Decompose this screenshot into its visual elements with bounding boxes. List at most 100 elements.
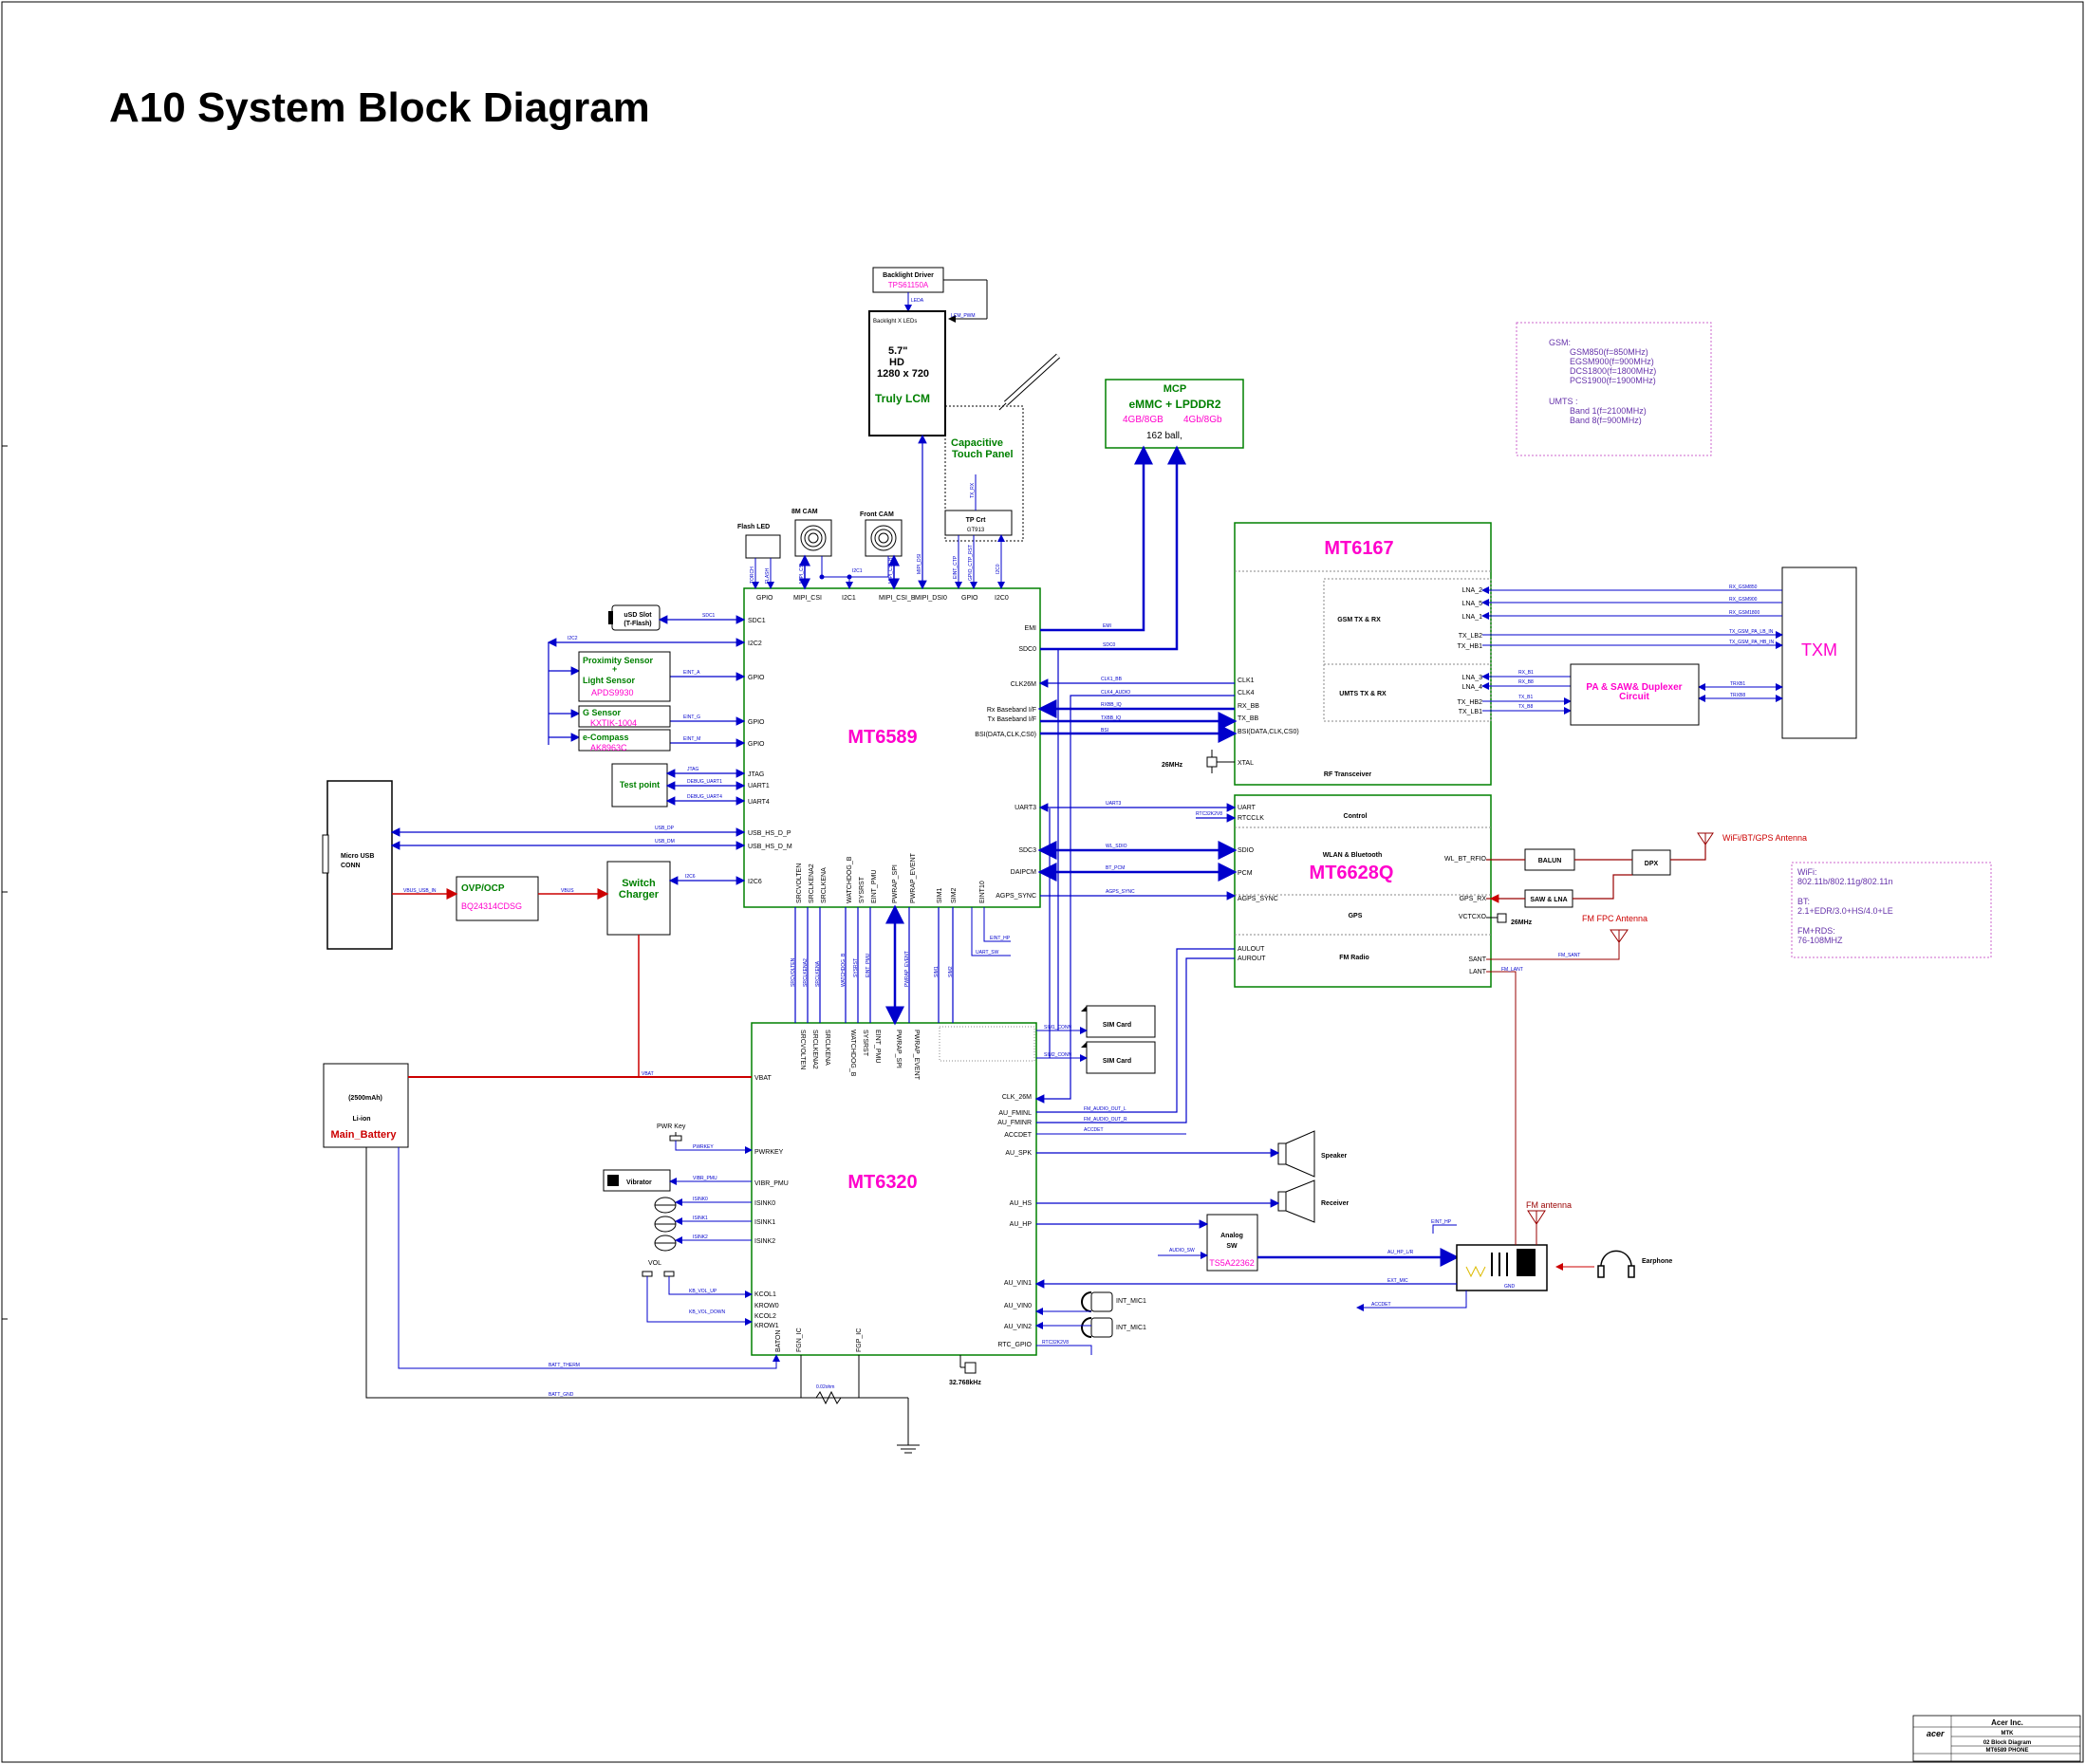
ovp-part: BQ24314CDSG xyxy=(461,901,522,911)
page-title: A10 System Block Diagram xyxy=(109,84,650,131)
ecompass-label: e-Compass xyxy=(583,733,629,742)
svg-text:RX_B1: RX_B1 xyxy=(1518,670,1534,676)
analog-sw-part: TS5A22362 xyxy=(1209,1258,1255,1268)
mt6628-left-pins: UART RTCCLK SDIO PCM AGPS_SYNC AULOUT AU… xyxy=(1238,805,1278,962)
stylus-icon xyxy=(998,353,1061,411)
svg-text:GSM:: GSM: xyxy=(1549,338,1571,347)
svg-text:802.11b/802.11g/802.11n: 802.11b/802.11g/802.11n xyxy=(1797,877,1893,886)
svg-text:EMI: EMI xyxy=(1103,623,1111,629)
txm-label: TXM xyxy=(1801,641,1837,659)
earphone-icon xyxy=(1597,1250,1635,1278)
g-sensor-box xyxy=(578,705,671,728)
micro-usb-label2: CONN xyxy=(341,863,361,869)
mt6167-crystal-label: 26MHz xyxy=(1162,762,1183,769)
svg-text:FM+RDS:: FM+RDS: xyxy=(1797,926,1835,936)
svg-text:RX_GSM850: RX_GSM850 xyxy=(1729,585,1758,590)
svg-text:CLK1: CLK1 xyxy=(1238,678,1255,684)
svg-text:ISINK1: ISINK1 xyxy=(754,1219,775,1226)
svg-text:MT6589 PHONE: MT6589 PHONE xyxy=(1985,1748,2028,1754)
wifi-info-text: WiFi: 802.11b/802.11g/802.11n BT: 2.1+ED… xyxy=(1797,867,1893,945)
svg-text:BT_PCM: BT_PCM xyxy=(1106,865,1125,871)
svg-text:CLK1_BB: CLK1_BB xyxy=(1101,677,1123,682)
svg-text:EINT_CTP: EINT_CTP xyxy=(953,555,959,579)
svg-text:EINT_M: EINT_M xyxy=(683,736,700,742)
pin-uart4: UART4 xyxy=(748,799,770,806)
ovp-label: OVP/OCP xyxy=(461,883,505,894)
svg-text:RTC32K2V8: RTC32K2V8 xyxy=(1196,811,1222,817)
analog-sw-label: Analog xyxy=(1220,1233,1243,1239)
shunt-resistor-icon xyxy=(797,1355,920,1454)
svg-text:RX_GSM900: RX_GSM900 xyxy=(1729,597,1758,603)
mt6589-label: MT6589 xyxy=(847,727,917,748)
svg-text:SYSRST: SYSRST xyxy=(853,958,859,977)
saw-lna-label: SAW & LNA xyxy=(1530,897,1567,903)
mt6320-bottom-pins: BATON FGN_IC FGP_IC xyxy=(775,1328,863,1352)
pin-top-gpio2: GPIO xyxy=(961,595,978,602)
svg-text:AUDIO_SW: AUDIO_SW xyxy=(1169,1248,1195,1253)
switch-charger-label: Switch xyxy=(622,878,656,889)
svg-text:FM_SANT: FM_SANT xyxy=(1558,953,1580,958)
svg-text:+: + xyxy=(612,664,617,674)
svg-text:ACCDET: ACCDET xyxy=(1084,1127,1104,1133)
mt6320-right-pins: CLK_26M AU_FMINL AU_FMINR ACCDET AU_SPK … xyxy=(997,1094,1033,1348)
pin-i2c2: I2C2 xyxy=(748,641,762,647)
analog-sw-label2: SW xyxy=(1226,1243,1238,1250)
pin-i2c6: I2C6 xyxy=(748,879,762,885)
pin-mipi-csi: MIPI_CSI xyxy=(793,595,822,602)
svg-text:TX_BB: TX_BB xyxy=(1238,715,1259,722)
tp-controller-box xyxy=(944,510,1013,536)
backlight-driver-title: Backlight Driver xyxy=(883,272,934,279)
svg-text:BSI(DATA,CLK,CS0): BSI(DATA,CLK,CS0) xyxy=(1238,729,1299,735)
svg-text:AU_FMINL: AU_FMINL xyxy=(998,1110,1032,1117)
backlight-driver-part: TPS61150A xyxy=(888,281,929,289)
mt6167-left-pins: CLK1 CLK4 RX_BB TX_BB BSI(DATA,CLK,CS0) … xyxy=(1238,678,1299,767)
battery-type: Li-ion xyxy=(352,1116,370,1123)
svg-text:I2C2: I2C2 xyxy=(568,636,578,641)
svg-text:EINT_PMU: EINT_PMU xyxy=(871,870,878,903)
svg-text:KB_VOL_UP: KB_VOL_UP xyxy=(689,1289,717,1294)
lcm-resolution: 1280 x 720 xyxy=(877,368,929,380)
svg-text:UMTS :: UMTS : xyxy=(1549,397,1578,406)
svg-text:PWRKEY: PWRKEY xyxy=(754,1149,784,1156)
int-mic-2-label: INT_MIC1 xyxy=(1116,1325,1146,1331)
test-point-label: Test point xyxy=(620,780,660,789)
mt6589-top-pins: GPIO MIPI_CSI I2C1 MIPI_CSI_B MIPI_DSI0 … xyxy=(756,595,1009,602)
int-mic-1-label: INT_MIC1 xyxy=(1116,1298,1146,1305)
speaker-icon xyxy=(1277,1130,1315,1178)
svg-text:LNA_2: LNA_2 xyxy=(1462,587,1483,594)
dpx-box xyxy=(1631,849,1671,876)
svg-text:PCS1900(f=1900MHz): PCS1900(f=1900MHz) xyxy=(1570,376,1656,385)
svg-text:PWRAP_SPI: PWRAP_SPI xyxy=(895,1030,902,1068)
svg-text:TX_B1: TX_B1 xyxy=(1518,695,1534,700)
svg-text:RX_BB: RX_BB xyxy=(1238,703,1259,710)
led-icons xyxy=(654,1197,677,1252)
svg-text:Band 8(f=900MHz): Band 8(f=900MHz) xyxy=(1570,416,1642,425)
pin-agps-sync: AGPS_SYNC xyxy=(996,893,1036,900)
svg-text:VBAT: VBAT xyxy=(754,1075,772,1082)
ecompass-part: AK8963C xyxy=(590,743,627,752)
svg-text:TRXB8: TRXB8 xyxy=(1730,693,1745,698)
test-point-box xyxy=(611,763,668,808)
lcm-size: 5.7" xyxy=(888,345,908,357)
svg-text:TXBB_IQ: TXBB_IQ xyxy=(1101,715,1121,721)
wifi-antenna-icon xyxy=(1697,832,1714,845)
g-sensor-label: G Sensor xyxy=(583,708,622,717)
vol-key-label: VOL xyxy=(648,1260,661,1267)
svg-text:TX_HB2: TX_HB2 xyxy=(1458,699,1483,706)
svg-text:MTK: MTK xyxy=(2001,1731,2015,1736)
svg-text:AULOUT: AULOUT xyxy=(1238,946,1265,953)
svg-text:SRCVOLTEN: SRCVOLTEN xyxy=(791,957,796,987)
svg-text:PWRAP_SPI: PWRAP_SPI xyxy=(892,864,899,903)
svg-text:2.1+EDR/3.0+HS/4.0+LE: 2.1+EDR/3.0+HS/4.0+LE xyxy=(1797,906,1893,916)
svg-text:TX_HB1: TX_HB1 xyxy=(1458,643,1483,650)
dpx-label: DPX xyxy=(1645,861,1659,867)
pin-usb-dm: USB_HS_D_M xyxy=(748,844,792,850)
pwr-key-icon xyxy=(669,1132,682,1142)
pin-uart3: UART3 xyxy=(1015,805,1036,811)
sim-card-2-label: SIM Card xyxy=(1103,1058,1131,1065)
main-cam-label: 8M CAM xyxy=(791,509,818,515)
svg-text:AGPS_SYNC: AGPS_SYNC xyxy=(1238,896,1278,902)
pin-sdc0: SDC0 xyxy=(1018,646,1036,653)
svg-text:ISINK0: ISINK0 xyxy=(754,1200,775,1207)
